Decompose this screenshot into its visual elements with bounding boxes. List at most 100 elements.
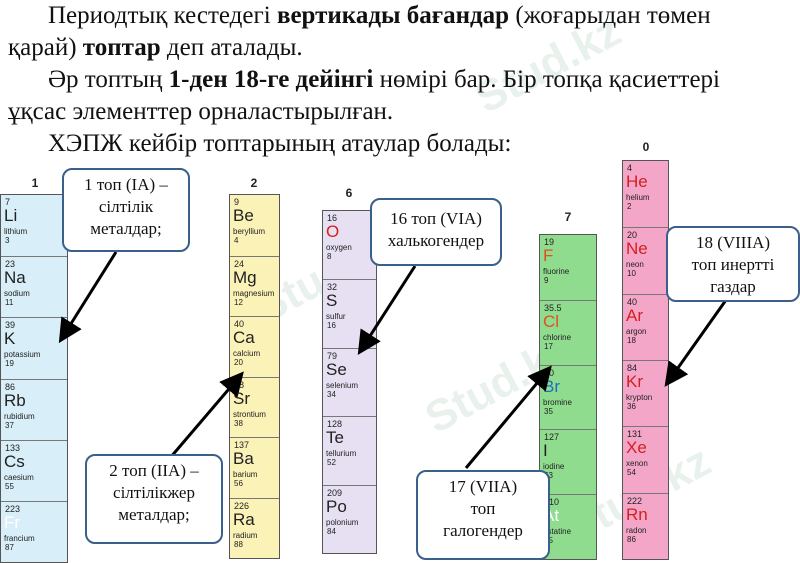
element-name: polonium	[326, 517, 359, 527]
element-mass: 52	[327, 458, 336, 468]
element-num: 209	[327, 487, 343, 498]
element-sym: Rb	[4, 390, 26, 410]
element-sym: He	[626, 172, 648, 191]
element-sym: K	[4, 329, 16, 349]
element-mass: 55	[5, 481, 14, 491]
element-sym: Ra	[233, 509, 255, 529]
element-mass: 2	[627, 202, 632, 211]
element-sym: Cl	[543, 311, 560, 331]
paragraph-3: ХЭПЖ кейбір топтарының атаулар болады:	[48, 130, 512, 157]
element-name: bromine	[543, 397, 572, 407]
callout-group-16: 16 топ (VIA)халькогендер	[370, 198, 502, 266]
element-num: 9	[234, 197, 240, 207]
element-num: 20	[627, 230, 638, 241]
element-num: 79	[327, 350, 338, 361]
arrow-group-17	[464, 365, 552, 469]
element-name: sulfur	[326, 312, 346, 322]
element-num: 86	[5, 381, 16, 392]
group-2-header: 2	[250, 176, 258, 190]
element-sym: Se	[326, 359, 347, 379]
element-mass: 18	[627, 335, 636, 345]
element-name: argon	[626, 326, 647, 336]
element-name: fluorine	[543, 267, 570, 276]
element-name: krypton	[626, 393, 653, 402]
element-mass: 54	[627, 468, 636, 478]
element-num: 137	[234, 440, 250, 450]
element-num: 40	[234, 319, 245, 329]
element-name: radium	[233, 530, 258, 540]
element-mass: 12	[234, 297, 243, 307]
element-name: rubidium	[4, 411, 35, 421]
element-sym: Ba	[233, 449, 254, 468]
element-name: barium	[233, 470, 258, 479]
element-mass: 34	[327, 389, 336, 399]
element-num: 4	[627, 163, 633, 173]
element-num: 133	[5, 442, 21, 453]
element-sym: Rn	[626, 504, 648, 524]
element-mass: 38	[234, 418, 243, 428]
element-sym: Mg	[233, 267, 257, 287]
element-name: chlorine	[543, 332, 572, 342]
element-mass: 10	[627, 269, 636, 279]
element-sym: Cs	[4, 451, 25, 471]
element-mass: 8	[327, 252, 332, 261]
element-name: lithium	[4, 227, 28, 236]
element-sym: Ne	[626, 239, 648, 259]
element-mass: 86	[627, 534, 636, 544]
element-num: 40	[627, 296, 638, 307]
paragraph-1-line-2: қарай) топтар деп аталады.	[8, 34, 303, 61]
arrow-group-1	[58, 251, 118, 344]
element-num: 226	[234, 500, 250, 511]
element-num: 131	[627, 429, 643, 440]
element-name: radon	[626, 525, 647, 535]
element-mass: 20	[234, 358, 243, 367]
element-mass: 3	[5, 236, 10, 245]
element-name: neon	[626, 260, 644, 270]
element-mass: 36	[627, 402, 636, 411]
element-num: 39	[5, 320, 16, 331]
group-6-header: 6	[345, 186, 353, 200]
element-sym: Te	[326, 428, 344, 448]
element-mass: 19	[5, 359, 14, 369]
group-1-header: 1	[31, 176, 39, 190]
element-name: magnesium	[233, 288, 275, 298]
element-mass: 37	[5, 420, 14, 430]
element-name: astatine	[543, 527, 572, 537]
element-name: helium	[626, 193, 650, 202]
element-mass: 84	[327, 526, 336, 536]
element-mass: 9	[544, 276, 549, 285]
element-name: calcium	[233, 349, 261, 358]
element-sym: F	[543, 246, 554, 265]
element-sym: S	[326, 291, 338, 311]
element-name: caesium	[4, 472, 34, 482]
element-num: 222	[627, 495, 643, 506]
element-name: beryllium	[233, 227, 266, 236]
element-num: 128	[327, 419, 343, 430]
element-num: 19	[544, 237, 555, 247]
element-sym: Ar	[626, 305, 643, 325]
element-name: selenium	[326, 380, 359, 390]
element-sym: Ca	[233, 328, 255, 347]
